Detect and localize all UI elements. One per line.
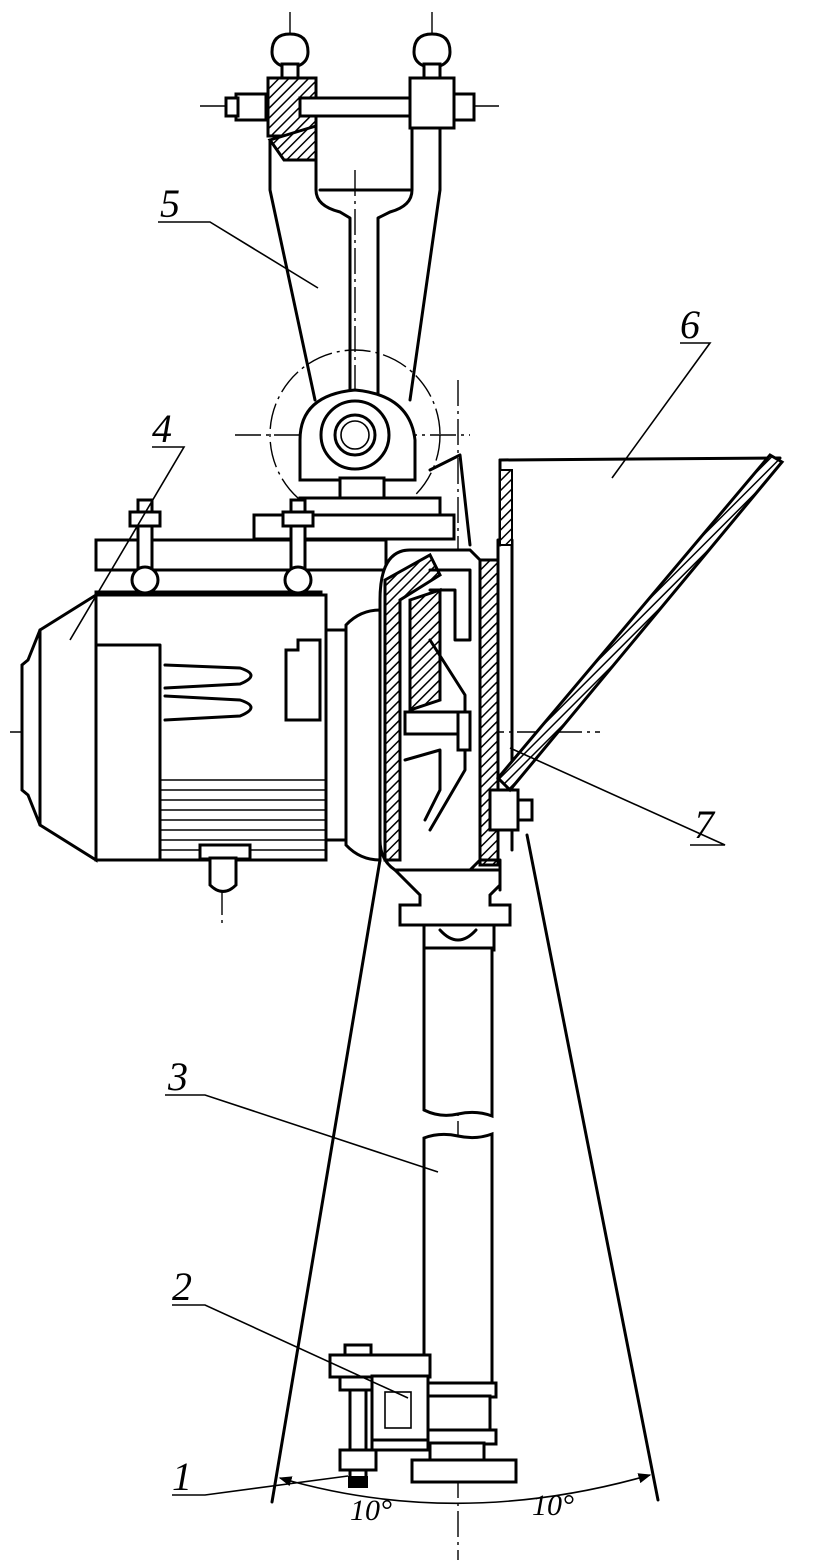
- callout-6: 6: [680, 302, 700, 347]
- callout-labels: 1 2 3 4 5 6 7: [152, 181, 716, 1499]
- hopper: [495, 453, 785, 793]
- callout-7: 7: [694, 802, 716, 847]
- callout-2: 2: [172, 1264, 192, 1309]
- cooling-fins: [160, 779, 326, 851]
- coupling: [391, 868, 512, 952]
- callout-5: 5: [160, 181, 180, 226]
- callout-4: 4: [152, 406, 172, 451]
- electric-motor: [20, 592, 382, 893]
- callout-1: 1: [172, 1454, 192, 1499]
- swing-rod: [410, 946, 518, 1484]
- angle-label-left: 10°: [350, 1494, 392, 1527]
- housing: [378, 538, 534, 892]
- callout-3: 3: [167, 1054, 188, 1099]
- suspension-bracket: [224, 32, 476, 547]
- angle-labels: 10° 10°: [350, 1489, 574, 1527]
- swing-angle-lines: [270, 833, 660, 1505]
- angle-label-right: 10°: [532, 1489, 574, 1522]
- leader-lines: [69, 221, 726, 1496]
